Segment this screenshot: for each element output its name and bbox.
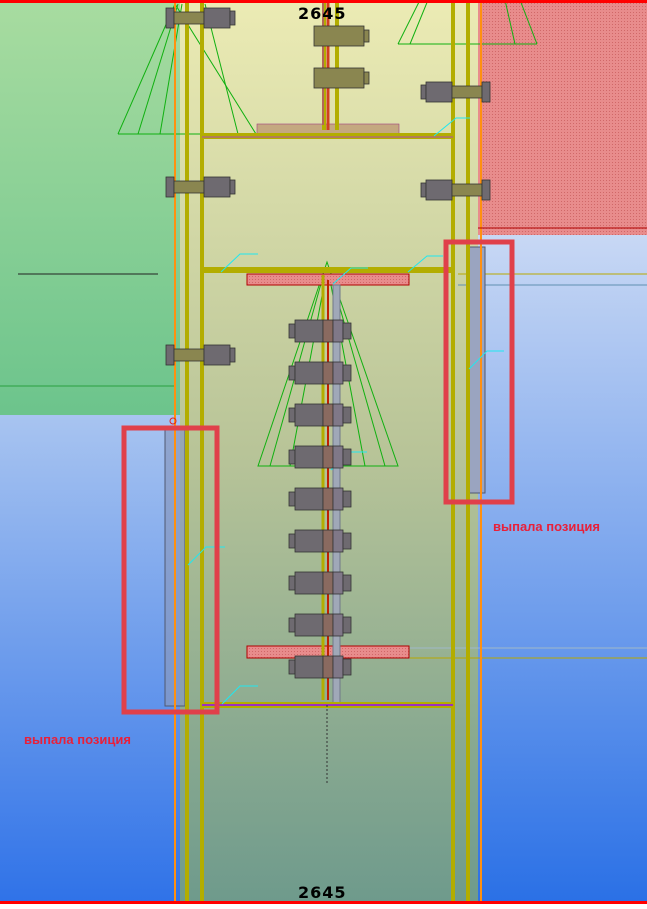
bolt-icon (420, 81, 491, 103)
bolt-icon (420, 179, 491, 201)
leader-lines (187, 117, 504, 705)
frame-border-top (0, 0, 647, 3)
marker-icon (169, 417, 177, 425)
highlight-box-missing-left (121, 425, 220, 715)
bolt-icon (288, 529, 352, 553)
annotation-missing-position-right: выпала позиция (493, 519, 600, 534)
steel-plate-right (468, 246, 486, 494)
green-zone (0, 0, 180, 415)
bolt-icon (313, 67, 370, 89)
dimension-label-top: 2645 (298, 4, 347, 23)
bolt-icon (288, 445, 352, 469)
cone-top-right (397, 0, 538, 45)
bolt-icon (288, 571, 352, 595)
highlight-box-missing-right (443, 239, 515, 505)
blue-zone-right (478, 235, 647, 904)
red-zone (478, 0, 647, 235)
bolt-icon (288, 403, 352, 427)
bolt-icon (288, 487, 352, 511)
bolt-icon (288, 613, 352, 637)
bolt-icon (165, 7, 236, 29)
bolt-icon (288, 319, 352, 343)
bolt-group (165, 7, 491, 679)
bolt-icon (313, 25, 370, 47)
blue-zone-left (0, 415, 180, 904)
bolt-icon (288, 361, 352, 385)
bolt-icon (165, 176, 236, 198)
annotation-missing-position-left: выпала позиция (24, 732, 131, 747)
bolt-icon (288, 655, 352, 679)
dimension-label-bottom: 2645 (298, 883, 347, 902)
bolt-icon (165, 344, 236, 366)
frame-border-bottom (0, 901, 647, 904)
